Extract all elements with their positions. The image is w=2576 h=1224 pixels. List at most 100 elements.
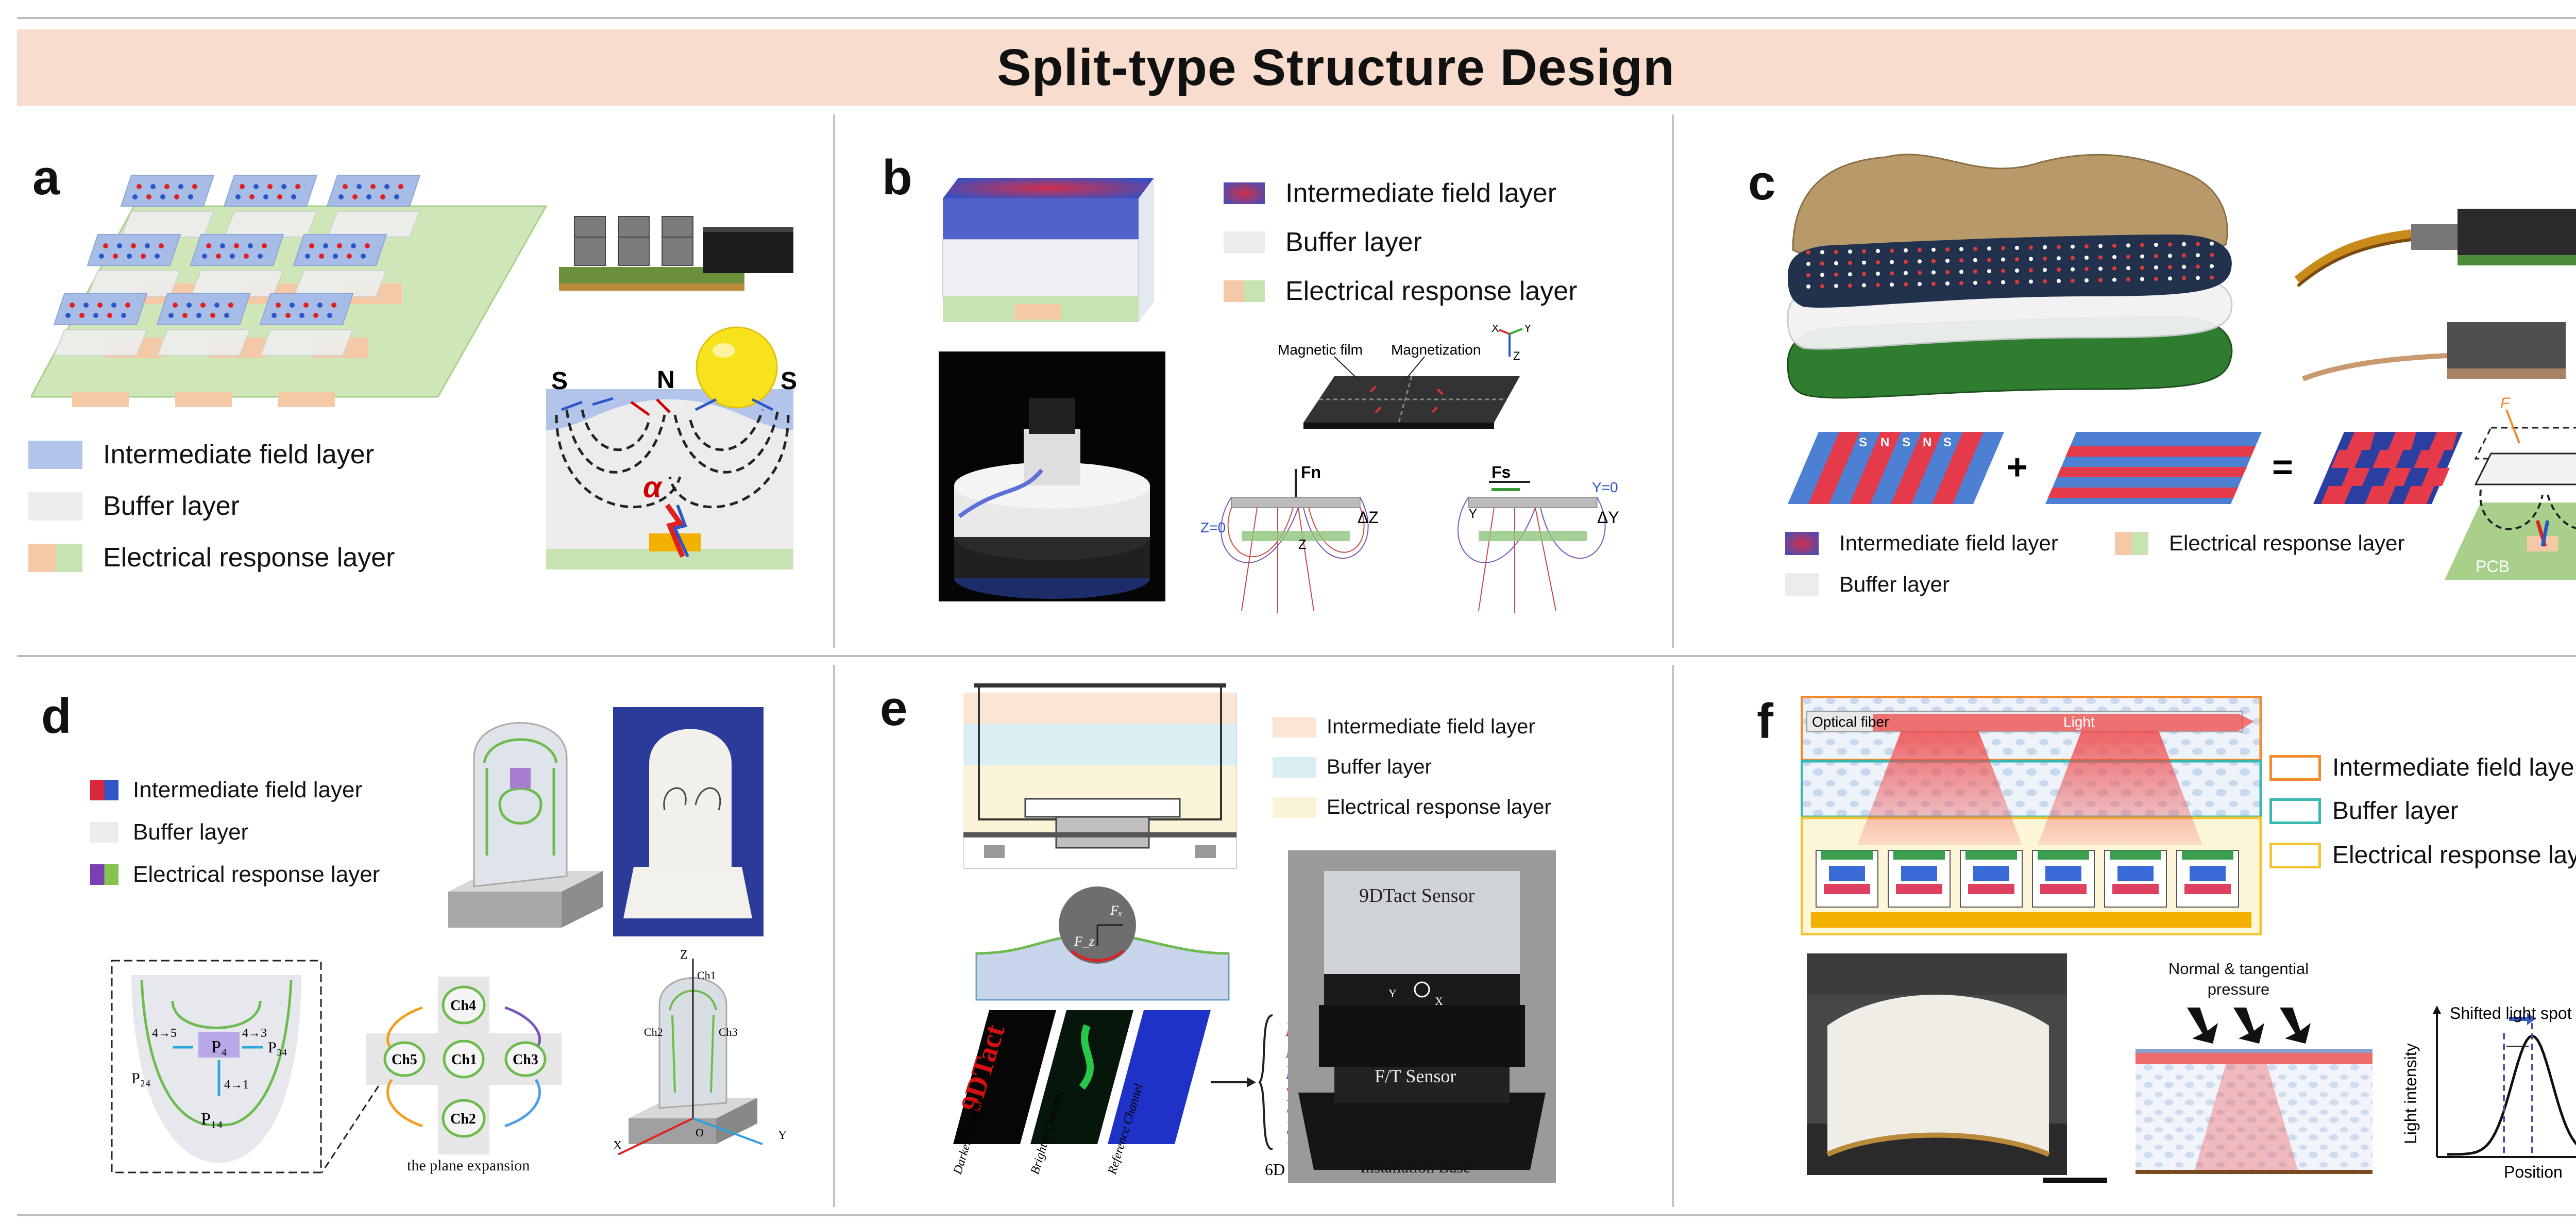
panel-b-z: Z	[1298, 536, 1307, 552]
panel-d-legend-response-text: Electrical response layer	[133, 862, 380, 887]
panel-d-ch1: Ch1	[451, 1052, 477, 1068]
panel-c-legend-buffer: Buffer layer	[1785, 572, 1950, 597]
panel-d-axes-model: Z X Y O Ch1 Ch2 Ch3	[613, 948, 787, 1155]
panel-f-legend-field-swatch	[2269, 754, 2321, 781]
panel-f-legend-buffer: Buffer layer	[2269, 797, 2459, 825]
panel-d-a41: 4→1	[224, 1078, 249, 1092]
panel-f-sensor-photo	[1807, 953, 2067, 1175]
panel-c-pole-3: S	[1902, 435, 1910, 449]
bottom-rule	[17, 1214, 2576, 1216]
panel-e-photo-y: Y	[1388, 987, 1397, 1000]
panel-d-legend-buffer-swatch	[90, 822, 118, 843]
panel-f-legend-field-text: Intermediate field layer	[2332, 754, 2576, 781]
panel-e-channels: 9DTact Darker Channel Brighter Channel R…	[951, 1010, 1256, 1177]
panel-e-legend-field-swatch	[1273, 716, 1316, 737]
top-rule	[17, 17, 2576, 19]
panel-d-fingertip-model	[448, 722, 603, 928]
panel-c-stripe-vertical: S N S N S	[1788, 432, 2004, 504]
panel-f-light: Light	[2063, 714, 2095, 730]
panel-c-pole-5: S	[1943, 435, 1952, 449]
panel-e-legend-response-text: Electrical response layer	[1327, 796, 1551, 818]
panel-d-legend-response: Electrical response layer	[90, 862, 380, 887]
panel-b-label: b	[882, 150, 912, 205]
panel-e-photo-ft: F/T Sensor	[1375, 1066, 1456, 1086]
panel-e-sensor-photo: Y X 9DTact Sensor F/T Sensor Installatio…	[1288, 850, 1556, 1183]
panel-f-fiber: Optical fiber	[1812, 714, 1889, 730]
panel-d-axis-ch2: Ch2	[644, 1026, 663, 1038]
panel-c-equals: =	[2272, 447, 2293, 487]
page-title: Split-type Structure Design	[996, 38, 1675, 96]
panel-f-legend-buffer-swatch	[2269, 798, 2321, 824]
panel-b-axis-x: X	[1492, 325, 1499, 334]
panel-b-legend-response: Electrical response layer	[1224, 276, 1577, 307]
panel-d-ch3: Ch3	[513, 1052, 538, 1068]
panel-c-pole-2: N	[1880, 435, 1889, 449]
panel-b-fn: Fn	[1301, 466, 1321, 481]
panel-d-axis-x: X	[613, 1139, 622, 1152]
panel-b-y0: Y=0	[1592, 479, 1618, 495]
panel-b-legend-buffer-text: Buffer layer	[1285, 227, 1422, 257]
panel-b-legend-field-swatch	[1224, 182, 1265, 204]
panel-d-p14: P₁₄	[201, 1110, 223, 1129]
panel-b-axis-y: Y	[1524, 325, 1532, 334]
panel-b-magnetization-label: Magnetization	[1391, 342, 1481, 358]
panel-c-legend-buffer-swatch	[1785, 573, 1819, 596]
panel-b-legend-field: Intermediate field layer	[1224, 178, 1556, 209]
panel-c-legend-field-text: Intermediate field layer	[1839, 531, 2058, 555]
panel-e-contact-diagram: Fₓ F_z	[975, 886, 1230, 1001]
panel-f-pressure-diagram	[2136, 1008, 2372, 1174]
divider-bottom-left	[833, 665, 835, 1207]
panel-e-fx: Fₓ	[1110, 903, 1122, 918]
panel-d-a43: 4→3	[242, 1027, 267, 1040]
panel-f-plot-ylabel: Light intensity	[2401, 1043, 2420, 1144]
panel-d-fingertip-photo	[613, 707, 764, 936]
panel-d-p24: P₂₄	[131, 1070, 151, 1087]
panel-d-p34: P₃₄	[268, 1039, 287, 1056]
panel-f-legend-response-text: Electrical response layer	[2332, 842, 2576, 869]
panel-b-fs: Fs	[1492, 466, 1511, 481]
panel-d-axis-ch1: Ch1	[697, 969, 716, 982]
panel-e-legend-buffer-swatch	[1273, 757, 1316, 778]
panel-b-axis-z: Z	[1513, 349, 1520, 362]
panel-f-label: f	[1757, 694, 1773, 749]
panel-a-pole-s-right: S	[781, 367, 797, 395]
panel-a-pole-n: N	[657, 366, 675, 394]
panel-c-device-photo-2	[2293, 317, 2576, 389]
panel-c-legend-field: Intermediate field layer	[1785, 531, 2058, 556]
panel-d-axis-o: O	[696, 1126, 704, 1139]
panel-d-point-detail: P₄ P₁₄ P₃₄ P₂₄ 4→5 4→3 4→1	[111, 960, 322, 1173]
panel-c-pole-4: N	[1923, 435, 1931, 449]
panel-c-legend-response-swatch	[2115, 531, 2148, 555]
panel-d-ch4: Ch4	[450, 998, 476, 1014]
panel-c-pole-1: S	[1859, 435, 1867, 449]
panel-c-pcb-label: PCB	[2476, 557, 2510, 576]
panel-c-stripe-horizontal	[2045, 432, 2262, 504]
panel-f-scale-bar	[2043, 1178, 2107, 1183]
panel-f-legend-buffer-text: Buffer layer	[2332, 797, 2459, 825]
panel-c-checker	[2313, 432, 2463, 504]
panel-a-legend-response-swatch	[28, 543, 82, 572]
divider-bottom-right	[1672, 665, 1674, 1207]
panel-b-dz: ΔZ	[1358, 508, 1379, 527]
panel-c-force-diagram: F PCB	[2445, 397, 2576, 580]
panel-a-legend-buffer-text: Buffer layer	[103, 491, 240, 521]
panel-c-plus: +	[2007, 447, 2028, 487]
panel-a-legend-response: Electrical response layer	[28, 542, 395, 573]
panel-d-legend-buffer-text: Buffer layer	[133, 819, 249, 845]
panel-a-device-photo	[559, 206, 806, 299]
panel-a-legend-buffer-swatch	[28, 492, 82, 521]
panel-b-layer-cube	[942, 178, 1154, 322]
panel-d-legend-field-text: Intermediate field layer	[133, 777, 363, 802]
panel-e-photo-sensor: 9DTact Sensor	[1359, 885, 1475, 907]
panel-b-legend-response-text: Electrical response layer	[1285, 276, 1578, 306]
panel-b-magnetic-film: Magnetic film Magnetization X Y Z	[1278, 325, 1532, 429]
panel-d-axis-ch3: Ch3	[719, 1026, 738, 1038]
panel-d-label: d	[41, 689, 72, 744]
panel-b-sensor-photo	[939, 351, 1165, 601]
divider-top-left	[833, 114, 835, 648]
panel-b-legend-buffer: Buffer layer	[1224, 227, 1422, 258]
panel-a-legend-field-text: Intermediate field layer	[103, 440, 375, 470]
panel-f-legend-response: Electrical response layer	[2269, 841, 2576, 869]
panel-d-legend-response-swatch	[90, 864, 118, 885]
panel-a-legend-field-swatch	[28, 440, 82, 469]
